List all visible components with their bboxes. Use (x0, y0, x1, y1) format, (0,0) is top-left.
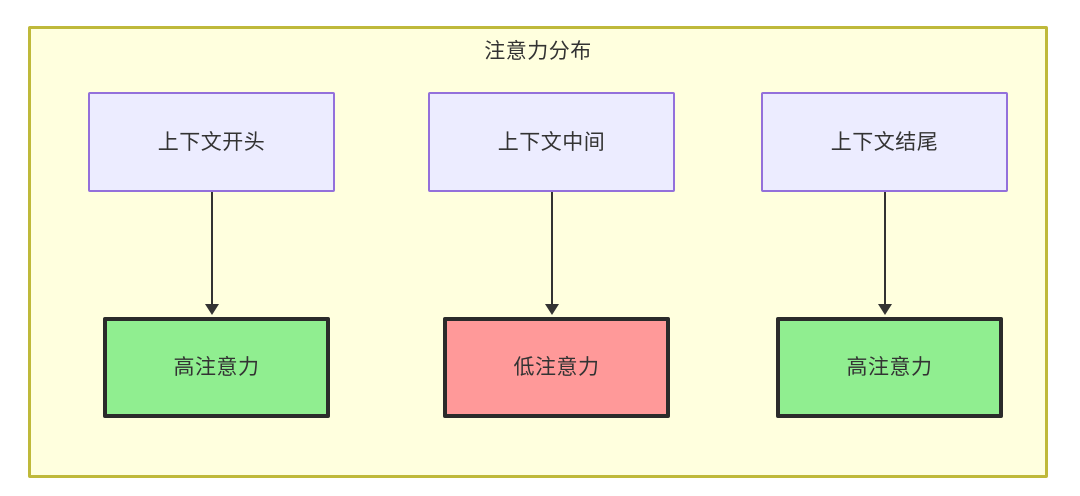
node-ctx-end-label: 上下文结尾 (830, 130, 939, 154)
arrowhead-icon (545, 304, 559, 315)
node-ctx-start[interactable]: 上下文开头 (88, 92, 335, 192)
node-attn-high-end[interactable]: 高注意力 (776, 317, 1003, 418)
edge-line (211, 192, 213, 304)
edge-line (551, 192, 553, 304)
arrowhead-icon (878, 304, 892, 315)
node-ctx-middle[interactable]: 上下文中间 (428, 92, 675, 192)
edge-line (884, 192, 886, 304)
node-attn-high-end-label: 高注意力 (846, 356, 933, 379)
subgraph-title: 注意力分布 (484, 40, 592, 63)
node-ctx-end[interactable]: 上下文结尾 (761, 92, 1008, 192)
node-ctx-start-label: 上下文开头 (157, 130, 266, 154)
node-attn-high-start[interactable]: 高注意力 (103, 317, 330, 418)
node-ctx-middle-label: 上下文中间 (497, 130, 606, 154)
arrowhead-icon (205, 304, 219, 315)
node-attn-low-middle[interactable]: 低注意力 (443, 317, 670, 418)
node-attn-low-middle-label: 低注意力 (513, 356, 600, 379)
node-attn-high-start-label: 高注意力 (173, 356, 260, 379)
